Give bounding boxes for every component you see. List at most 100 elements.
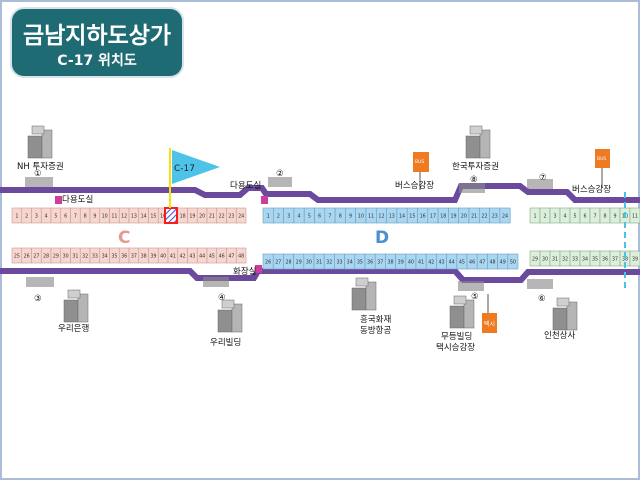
shop-number: 47 xyxy=(228,254,234,260)
shop-number: 46 xyxy=(219,254,225,260)
shop-number: 23 xyxy=(228,214,234,220)
shop-number: 13 xyxy=(131,214,137,220)
shop-number: 26 xyxy=(24,254,30,260)
shop-number: 50 xyxy=(510,260,516,266)
shop-number: 2 xyxy=(277,214,280,220)
exit-8: ⑧ xyxy=(470,175,478,185)
building-icon xyxy=(479,129,491,159)
shop-number: 22 xyxy=(481,214,487,220)
building-icon xyxy=(27,135,43,159)
shop-number: 30 xyxy=(63,254,69,260)
shop-number: 27 xyxy=(275,260,281,266)
pink-marker-left xyxy=(55,196,62,204)
svg-text:택시: 택시 xyxy=(484,321,495,328)
shop-number: 27 xyxy=(33,254,39,260)
label-restroom-low: 화장실 xyxy=(233,266,256,277)
building-icon xyxy=(217,309,233,333)
label-incheon: 인천상사 xyxy=(544,330,575,341)
label-mudeung-2: 택시승강장 xyxy=(436,342,475,353)
building-icon xyxy=(41,129,53,159)
shop-number: 1 xyxy=(533,214,536,220)
shop-number: 37 xyxy=(612,257,618,263)
shop-number: 25 xyxy=(14,254,20,260)
pink-marker-mid xyxy=(261,196,268,204)
shop-number: 46 xyxy=(469,260,475,266)
shop-cell[interactable] xyxy=(235,247,247,264)
shop-number: 20 xyxy=(461,214,467,220)
buildings xyxy=(27,125,578,333)
shop-number: 1 xyxy=(267,214,270,220)
shop-number: 34 xyxy=(102,254,108,260)
shop-cell[interactable] xyxy=(629,207,640,224)
shop-number: 4 xyxy=(563,214,566,220)
shop-number: 42 xyxy=(428,260,434,266)
shop-number: 33 xyxy=(92,254,98,260)
shop-number: 23 xyxy=(492,214,498,220)
flag-label: C-17 xyxy=(174,164,195,174)
pink-marker-low xyxy=(255,265,262,273)
shop-number: 7 xyxy=(328,214,331,220)
label-woori-bldg: 우리빌딩 xyxy=(210,337,241,348)
building-icon xyxy=(63,299,79,323)
shop-number: 39 xyxy=(632,257,638,263)
shop-number: 44 xyxy=(199,254,205,260)
shop-number: 15 xyxy=(409,214,415,220)
shop-number: 40 xyxy=(408,260,414,266)
shop-number: 4 xyxy=(45,214,48,220)
shop-number: 44 xyxy=(449,260,455,266)
shop-number: 34 xyxy=(582,257,588,263)
building-icon xyxy=(351,287,367,311)
exit-2: ② xyxy=(276,169,284,179)
shop-number: 21 xyxy=(471,214,477,220)
shop-cell[interactable] xyxy=(235,207,247,224)
shop-cell[interactable] xyxy=(629,250,640,267)
building-icon xyxy=(77,293,89,323)
shop-number: 32 xyxy=(326,260,332,266)
shop-number: 6 xyxy=(318,214,321,220)
shop-number: 41 xyxy=(418,260,424,266)
shop-number: 38 xyxy=(141,254,147,260)
building-icon xyxy=(465,135,481,159)
shop-number: 24 xyxy=(502,214,508,220)
shop-cell[interactable] xyxy=(507,253,519,270)
label-bus2: 버스승강장 xyxy=(572,184,611,195)
shop-number: 31 xyxy=(316,260,322,266)
shop-number: 38 xyxy=(622,257,628,263)
shop-number: 10 xyxy=(102,214,108,220)
shop-number: 4 xyxy=(298,214,301,220)
label-mudeung-1: 무등빌딩 xyxy=(441,331,472,342)
shop-number: 14 xyxy=(141,214,147,220)
building-icon xyxy=(453,295,467,305)
shop-number: 48 xyxy=(238,254,244,260)
building-icon xyxy=(67,289,81,299)
shop-number: 31 xyxy=(552,257,558,263)
shop-number: 13 xyxy=(389,214,395,220)
page-title: 금남지하도상가 xyxy=(22,23,172,49)
shop-number: 43 xyxy=(438,260,444,266)
shop-number: 47 xyxy=(479,260,485,266)
c17-highlight[interactable] xyxy=(164,207,178,224)
shop-number: 3 xyxy=(287,214,290,220)
shop-cell[interactable] xyxy=(499,207,511,224)
shop-number: 9 xyxy=(613,214,616,220)
shop-number: 20 xyxy=(199,214,205,220)
shop-number: 7 xyxy=(74,214,77,220)
shop-number: 38 xyxy=(387,260,393,266)
shop-number: 11 xyxy=(111,214,117,220)
shop-number: 43 xyxy=(189,254,195,260)
shop-number: 29 xyxy=(53,254,59,260)
exit-1: ① xyxy=(34,169,42,179)
shop-number: 28 xyxy=(285,260,291,266)
shop-number: 18 xyxy=(440,214,446,220)
shop-number: 12 xyxy=(378,214,384,220)
shop-number: 8 xyxy=(84,214,87,220)
building-icon xyxy=(469,125,483,135)
shop-number: 11 xyxy=(632,214,638,220)
label-restroom-left: 다용도실 xyxy=(62,194,93,205)
building-icon xyxy=(31,125,45,135)
zone-d-label: D xyxy=(375,228,389,248)
shop-number: 12 xyxy=(121,214,127,220)
